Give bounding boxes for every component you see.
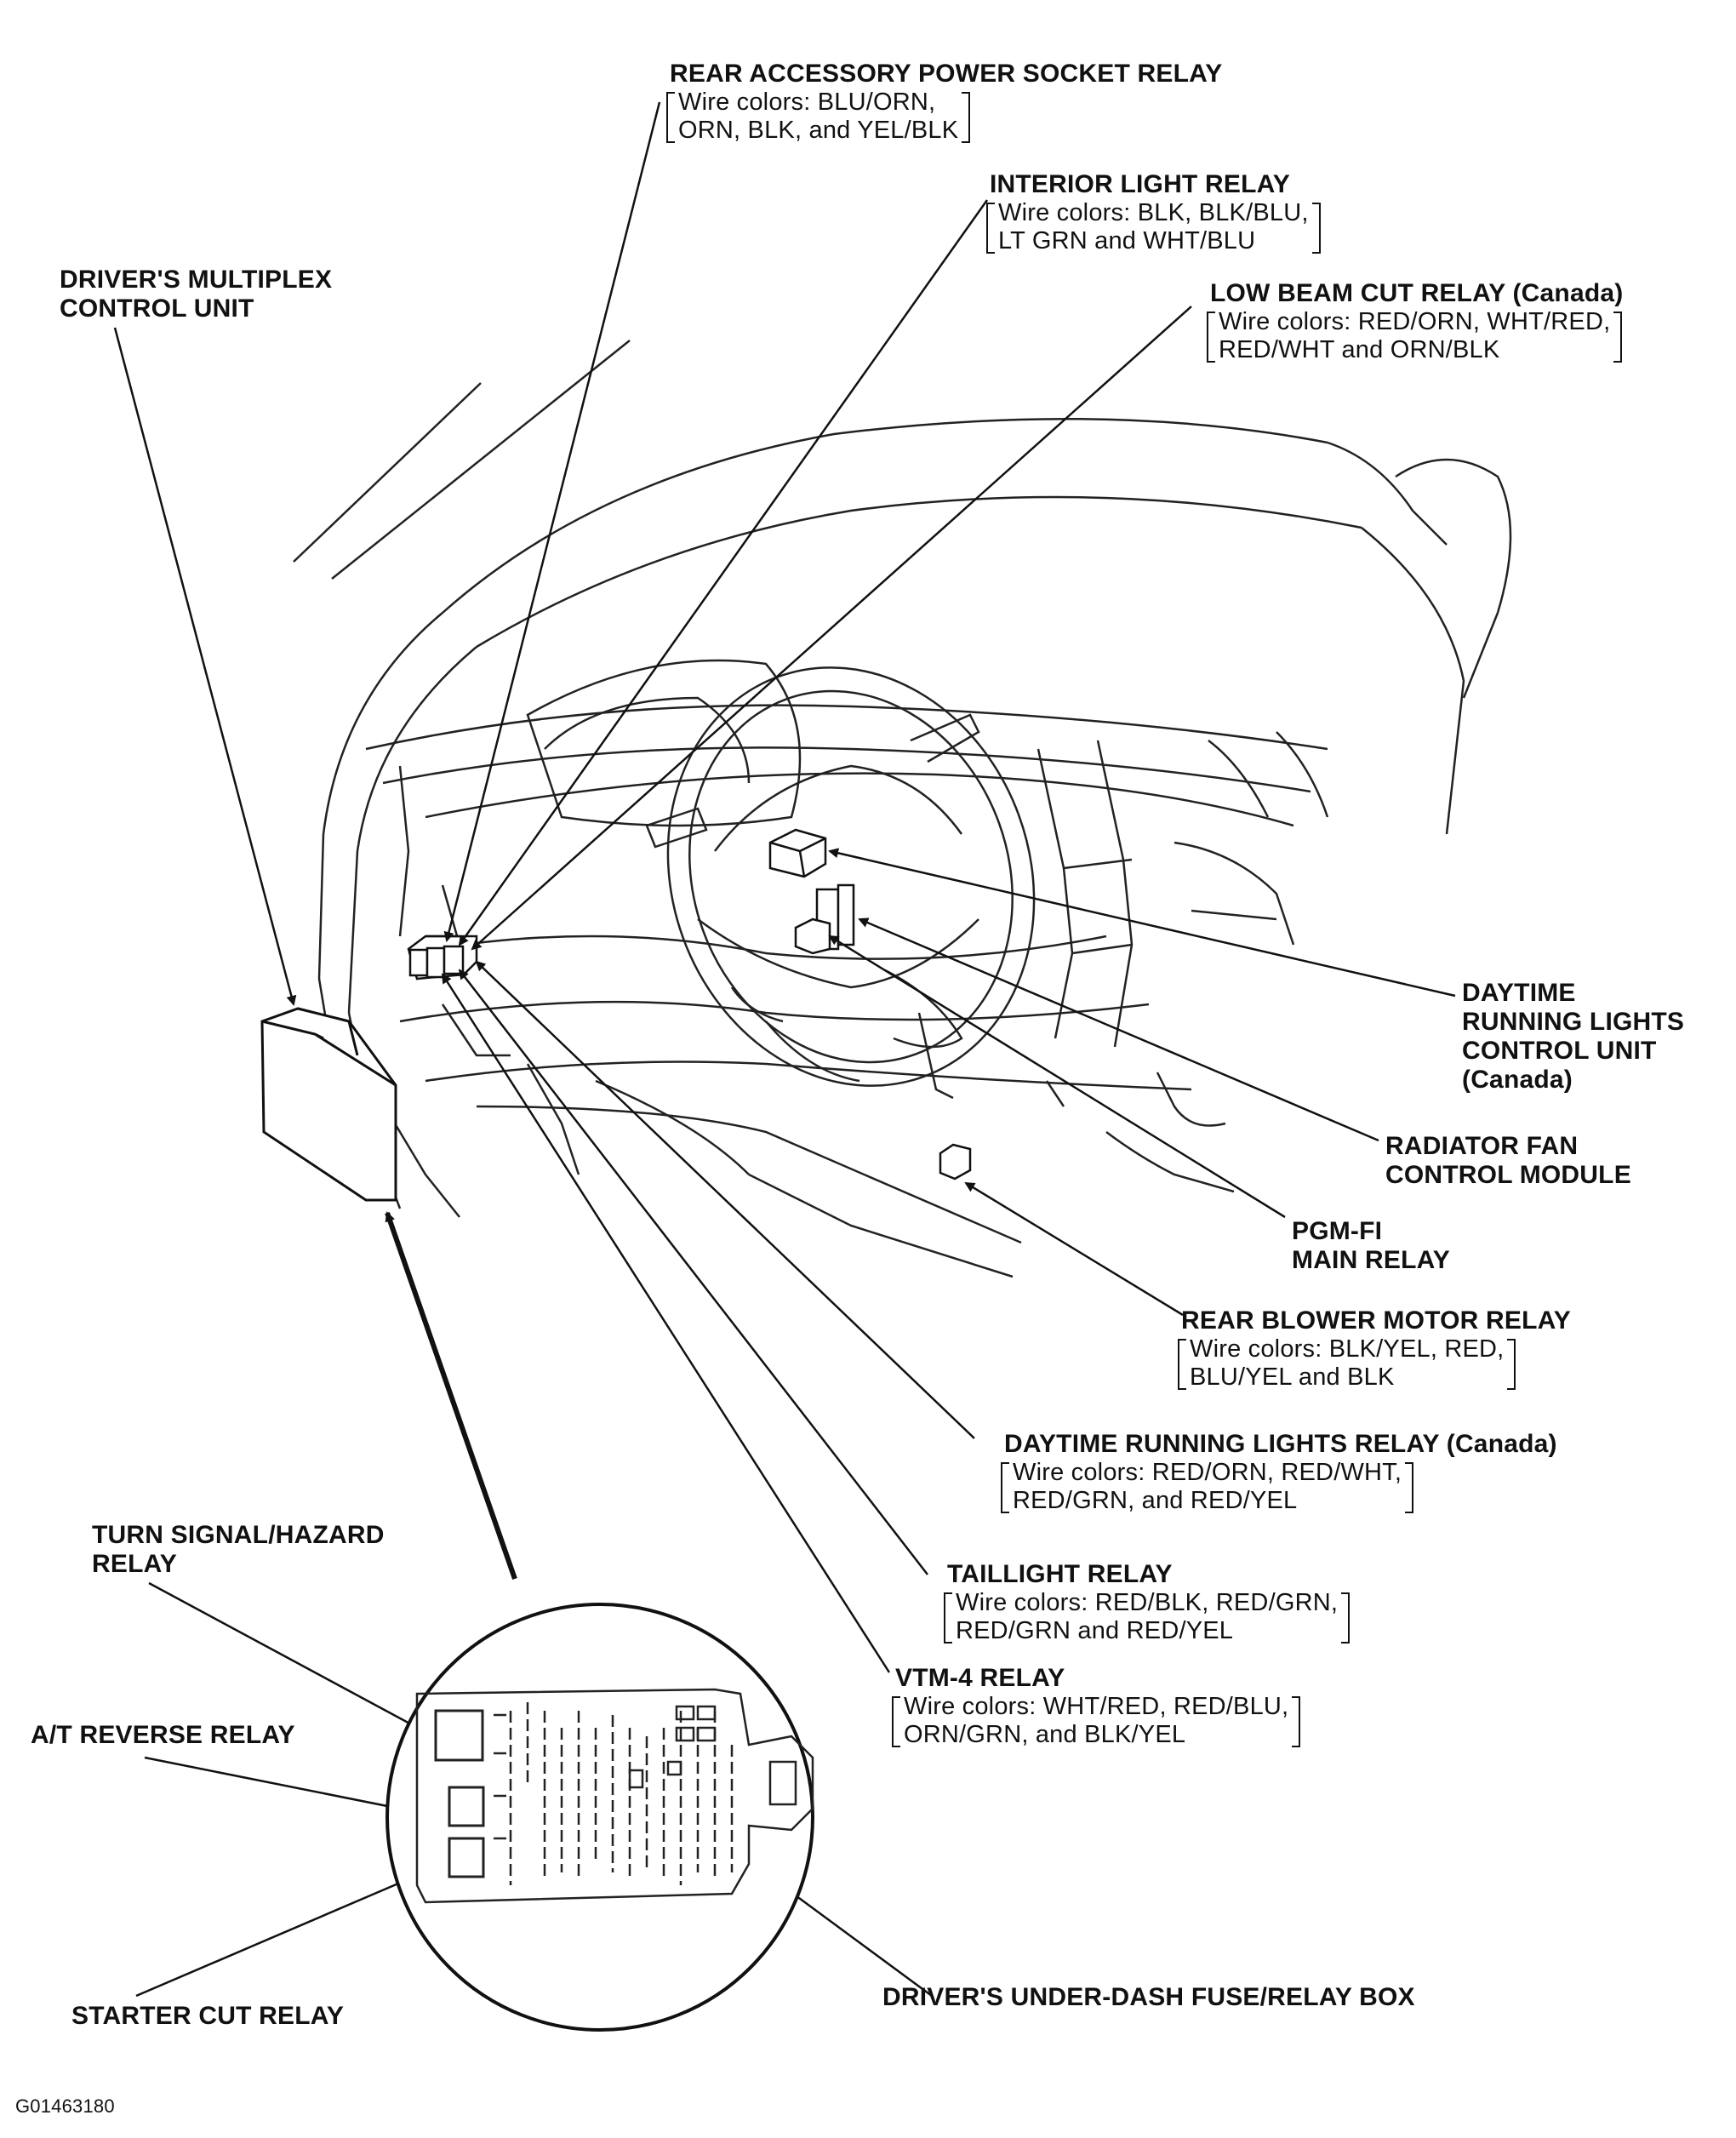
leader-drl-relay	[475, 960, 975, 1439]
label-interior-light-relay: INTERIOR LIGHT RELAY Wire colors: BLK, B…	[986, 170, 1321, 255]
label-drl-control-unit: DAYTIME RUNNING LIGHTS CONTROL UNIT (Can…	[1462, 979, 1685, 1094]
label-drl-relay: DAYTIME RUNNING LIGHTS RELAY (Canada) Wi…	[1001, 1430, 1557, 1515]
leader-drl-control	[828, 848, 1456, 998]
label-drivers-under-dash-fuse-relay-box: DRIVER'S UNDER-DASH FUSE/RELAY BOX	[882, 1983, 1415, 2011]
label-turn-signal-hazard-relay: TURN SIGNAL/HAZARD RELAY	[92, 1521, 385, 1578]
wire-colors-interior-light: Wire colors: BLK, BLK/BLU, LT GRN and WH…	[986, 199, 1321, 255]
label-rear-accessory-power-socket-relay: REAR ACCESSORY POWER SOCKET RELAY Wire c…	[666, 60, 1222, 145]
wire-colors-drl-relay: Wire colors: RED/ORN, RED/WHT, RED/GRN, …	[1001, 1459, 1414, 1515]
dashboard-outline	[293, 340, 1512, 1278]
label-pgm-fi-main-relay: PGM-FI MAIN RELAY	[1292, 1217, 1450, 1274]
label-vtm4-relay: VTM-4 RELAY Wire colors: WHT/RED, RED/BL…	[892, 1664, 1301, 1749]
leader-rear-accessory	[443, 101, 661, 942]
label-radiator-fan-control-module: RADIATOR FAN CONTROL MODULE	[1385, 1132, 1631, 1189]
label-drivers-multiplex-control-unit: DRIVER'S MULTIPLEX CONTROL UNIT	[60, 266, 333, 323]
leader-starter-cut	[135, 1866, 436, 1998]
leader-taillight	[458, 969, 928, 1575]
leader-vtm4	[441, 973, 891, 1673]
detail-circle	[385, 1603, 814, 2032]
wire-colors-low-beam: Wire colors: RED/ORN, WHT/RED, RED/WHT a…	[1207, 308, 1623, 364]
multiplex-unit-shape	[260, 1007, 397, 1202]
leader-multiplex	[113, 327, 297, 1006]
leader-interior-light	[458, 199, 989, 946]
relay-cluster	[407, 935, 478, 980]
label-at-reverse-relay: A/T REVERSE RELAY	[31, 1721, 295, 1749]
label-taillight-relay: TAILLIGHT RELAY Wire colors: RED/BLK, RE…	[944, 1560, 1351, 1645]
dash-relays	[768, 828, 972, 1180]
label-rear-blower-motor-relay: REAR BLOWER MOTOR RELAY Wire colors: BLK…	[1178, 1306, 1571, 1392]
fuse-relay-box-shape	[415, 1688, 814, 1904]
label-starter-cut-relay: STARTER CUT RELAY	[71, 2002, 345, 2030]
figure-id: G01463180	[15, 2095, 115, 2117]
wire-colors-taillight: Wire colors: RED/BLK, RED/GRN, RED/GRN a…	[944, 1589, 1351, 1645]
wire-colors-rear-blower: Wire colors: BLK/YEL, RED, BLU/YEL and B…	[1178, 1335, 1516, 1392]
leader-rear-blower	[964, 1181, 1184, 1317]
leader-radiator-fan	[858, 918, 1379, 1142]
leader-detail-pointer	[385, 1211, 517, 1580]
leader-low-beam	[471, 306, 1192, 951]
leader-pgm-fi	[828, 935, 1286, 1219]
leader-turn-signal	[148, 1581, 427, 1734]
wire-colors-rear-accessory: Wire colors: BLU/ORN, ORN, BLK, and YEL/…	[666, 89, 971, 145]
label-low-beam-cut-relay: LOW BEAM CUT RELAY (Canada) Wire colors:…	[1207, 279, 1623, 364]
wire-colors-vtm4: Wire colors: WHT/RED, RED/BLU, ORN/GRN, …	[892, 1693, 1301, 1749]
